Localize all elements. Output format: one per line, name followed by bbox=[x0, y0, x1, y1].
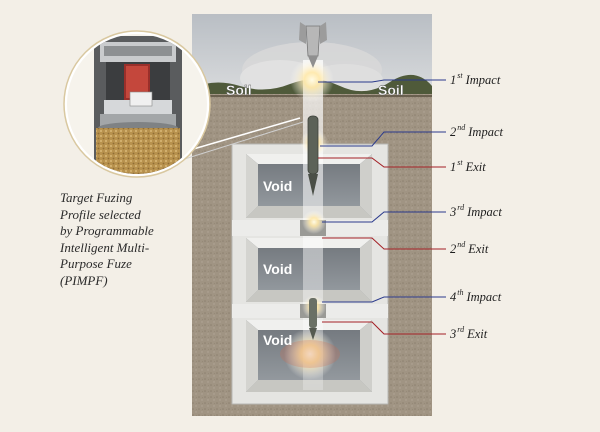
leader-4th-impact bbox=[322, 296, 446, 303]
leader-2nd-impact bbox=[320, 131, 446, 147]
fuze-caption: Target Fuzing Profile selected by Progra… bbox=[60, 190, 154, 288]
label-ordinal: 3 bbox=[450, 327, 457, 342]
label-suffix: nd bbox=[457, 123, 466, 132]
weapon-roof bbox=[307, 115, 319, 196]
label-event: Impact bbox=[465, 73, 501, 88]
label-suffix: st bbox=[457, 71, 463, 80]
label-suffix: st bbox=[457, 158, 463, 167]
label-suffix: rd bbox=[457, 203, 465, 212]
label-ordinal: 4 bbox=[450, 290, 457, 305]
label-event: Exit bbox=[465, 160, 486, 175]
soil-label-left: Soil bbox=[226, 82, 252, 98]
weapon-surface bbox=[299, 22, 327, 68]
label-event: Exit bbox=[467, 327, 488, 342]
label-ordinal: 2 bbox=[450, 242, 457, 257]
leader-3rd-exit bbox=[322, 321, 446, 335]
magnifier-pointer bbox=[189, 117, 301, 151]
leader-1st-exit bbox=[318, 157, 446, 168]
void-label-2: Void bbox=[263, 261, 292, 277]
leader-3rd-impact bbox=[322, 211, 446, 223]
leader-lines bbox=[318, 79, 446, 335]
leader-2nd-exit bbox=[322, 237, 446, 250]
label-ordinal: 3 bbox=[450, 205, 457, 220]
label-suffix: rd bbox=[457, 325, 465, 334]
label-event: Exit bbox=[468, 242, 489, 257]
weapon-level3 bbox=[309, 298, 317, 340]
label-event: Impact bbox=[466, 290, 502, 305]
impact-flash-slab2 bbox=[302, 210, 326, 234]
void-label-3: Void bbox=[263, 332, 292, 348]
label-suffix: nd bbox=[457, 240, 466, 249]
label-event: Impact bbox=[468, 125, 503, 140]
label-event: Impact bbox=[467, 205, 502, 220]
soil-label-right: Soil bbox=[378, 82, 404, 98]
label-ordinal: 1 bbox=[450, 73, 457, 88]
leader-1st-impact bbox=[318, 79, 446, 83]
impact-flash-surface bbox=[290, 58, 334, 102]
label-suffix: th bbox=[457, 288, 464, 297]
void-label-1: Void bbox=[263, 178, 292, 194]
fuze-cutaway-circle bbox=[63, 30, 211, 178]
label-ordinal: 1 bbox=[450, 160, 457, 175]
detonation-flash bbox=[284, 328, 336, 380]
label-ordinal: 2 bbox=[450, 125, 457, 140]
